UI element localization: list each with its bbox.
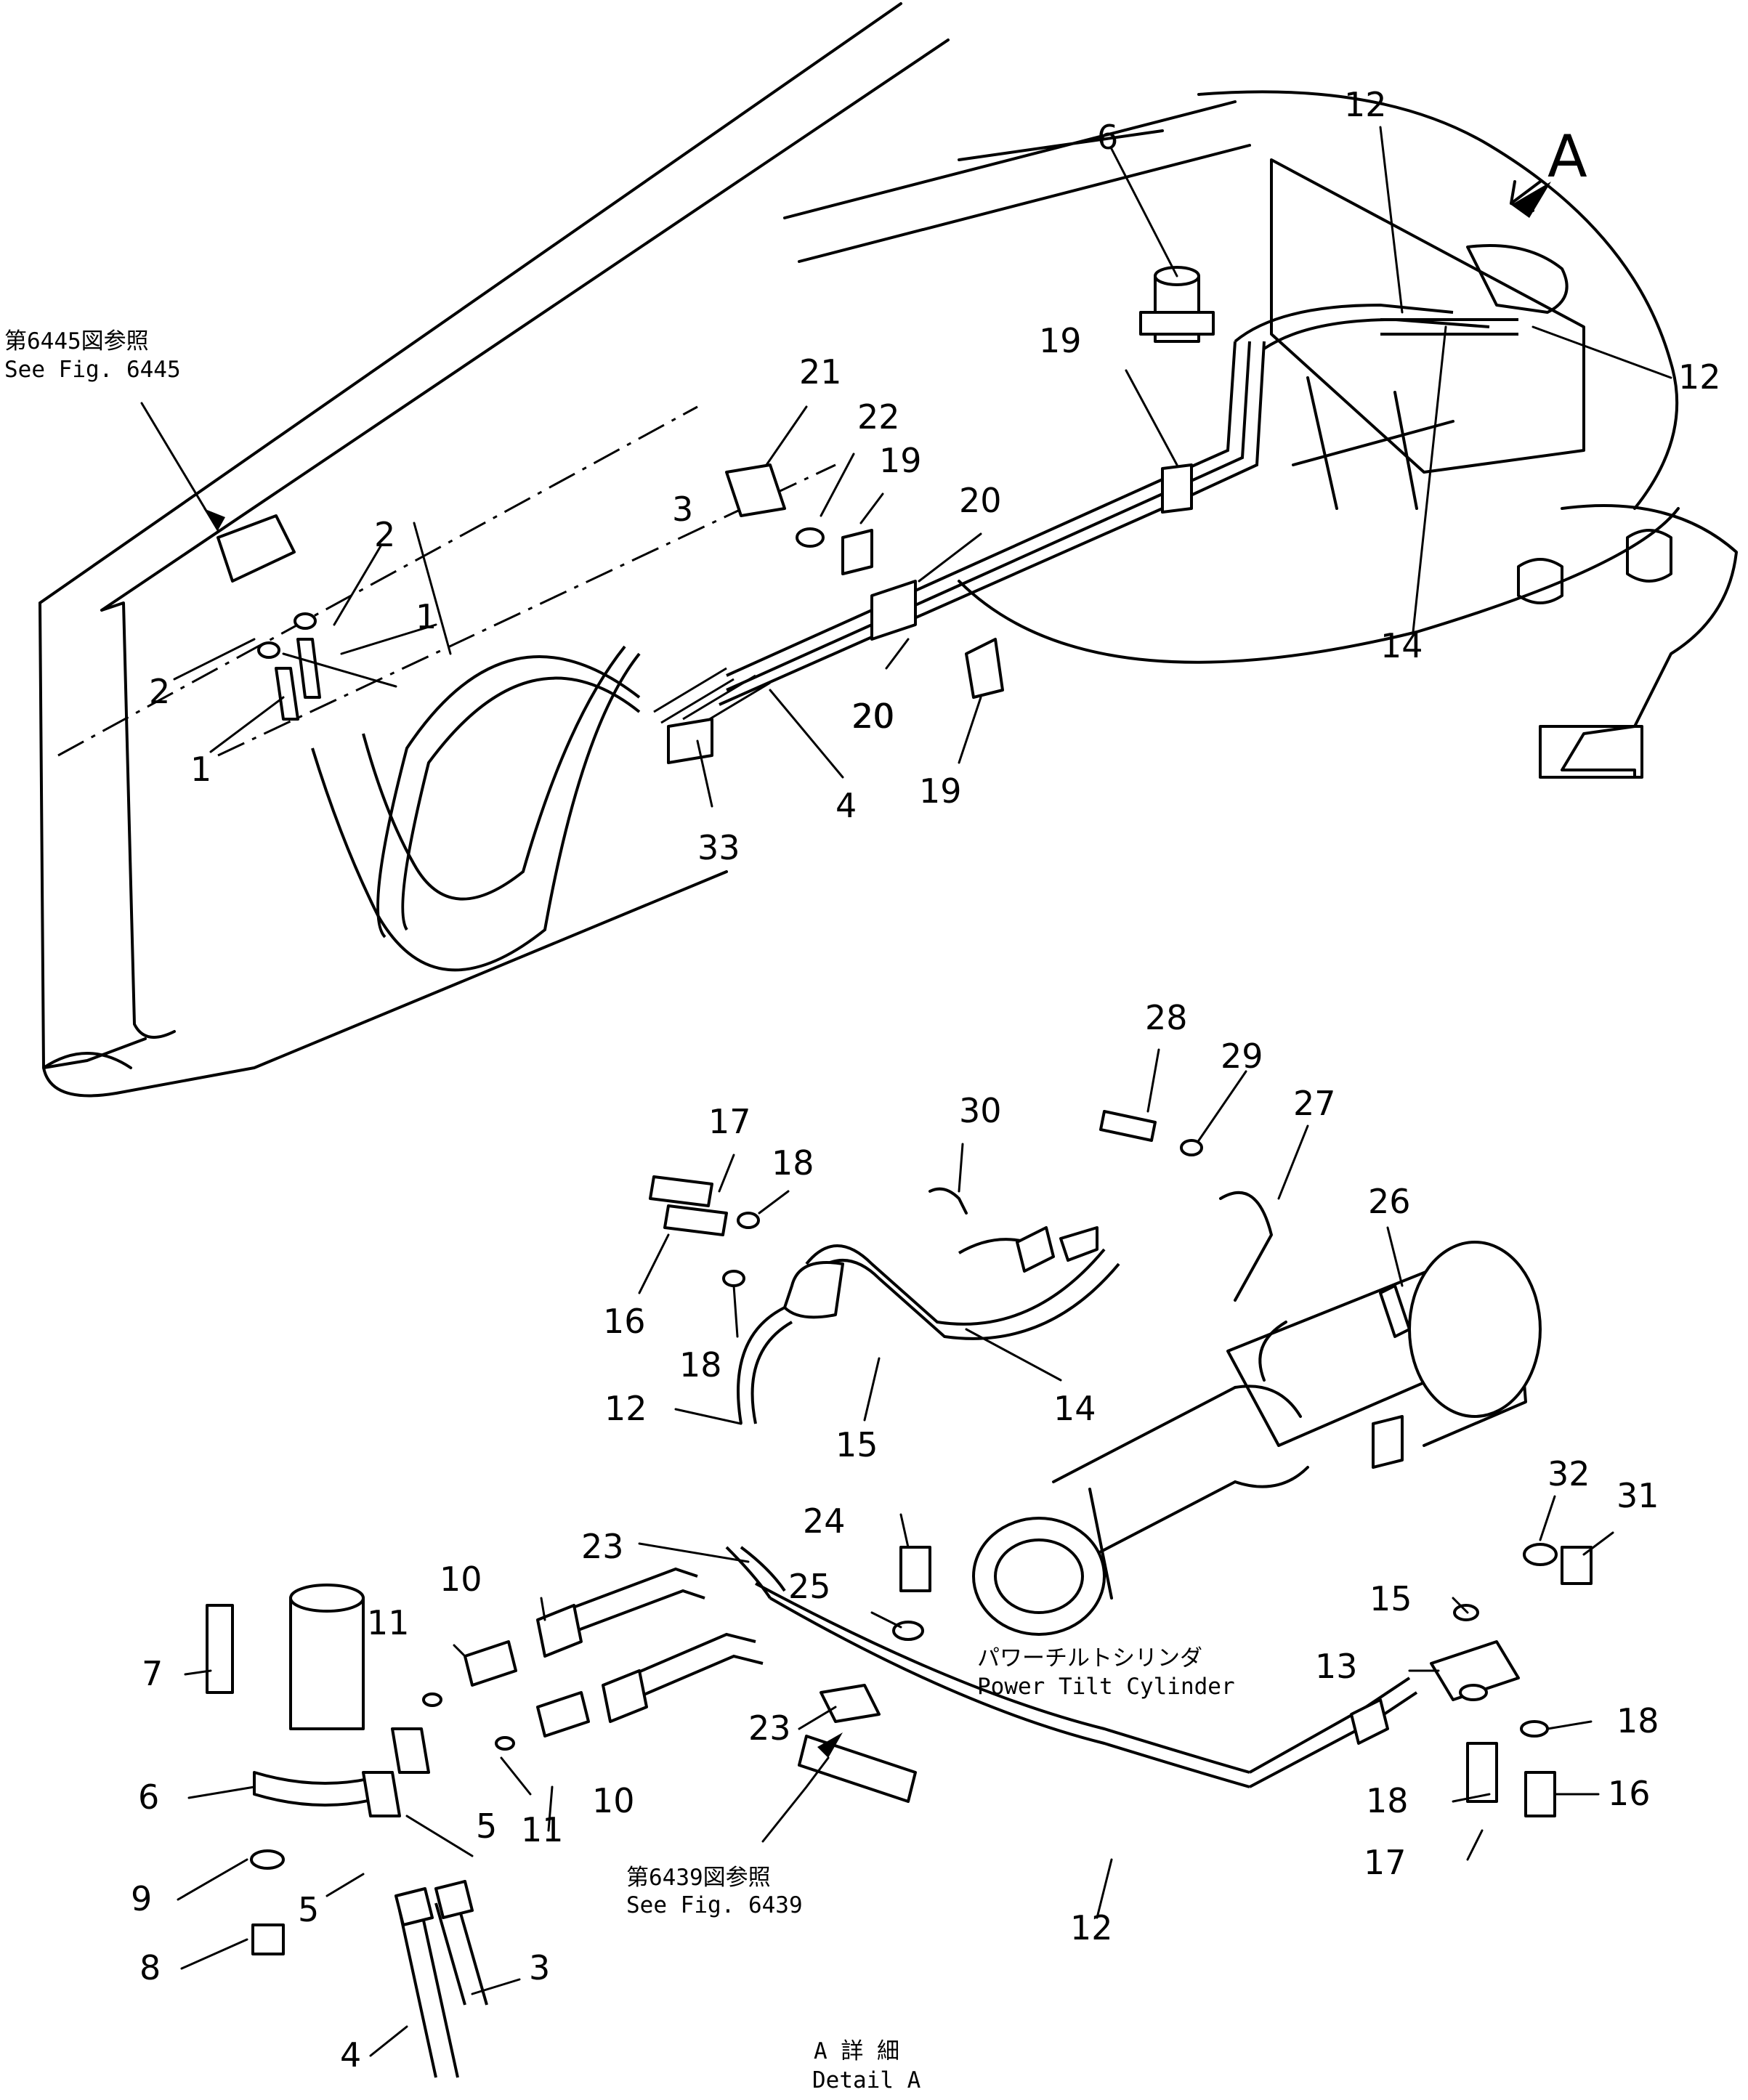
- callout-number: 21: [799, 352, 842, 392]
- callout-number: 4: [835, 786, 857, 825]
- callout-number: 19: [919, 771, 962, 811]
- callout-number: 16: [603, 1302, 646, 1341]
- reference-note-6445-jp: 第6445図参照: [4, 328, 149, 354]
- callout-number: 28: [1145, 998, 1188, 1037]
- detail-caption-jp: A 詳 細: [814, 2038, 899, 2064]
- callout-number: 31: [1617, 1476, 1659, 1515]
- detail-caption: A 詳 細 Detail A: [812, 2038, 921, 2093]
- callout-number: 12: [1070, 1908, 1113, 1947]
- callout-number: 18: [1617, 1701, 1659, 1740]
- callout-number: 3: [672, 490, 693, 529]
- callout-number: 20: [959, 481, 1002, 520]
- power-tilt-cylinder-label: パワーチルトシリンダ Power Tilt Cylinder: [977, 1645, 1235, 1700]
- callout-number: 2: [374, 515, 395, 554]
- callout-number: 6: [138, 1777, 159, 1817]
- callout-number: 17: [708, 1102, 751, 1141]
- cylinder-label-jp: パワーチルトシリンダ: [977, 1645, 1202, 1671]
- callout-number: 27: [1293, 1084, 1336, 1123]
- callout-number: 8: [139, 1948, 161, 1987]
- callout-number: 14: [1380, 626, 1423, 665]
- blade-assembly-drawing: [39, 2, 1738, 1098]
- callout-number: 16: [1608, 1774, 1651, 1813]
- top-callouts: 12 6 12 21 22 19 19 3 20 20 2 1 2 1 14 2…: [149, 85, 1721, 867]
- callout-number: 20: [852, 697, 895, 736]
- callout-number: 15: [835, 1425, 878, 1464]
- callout-number: 2: [149, 672, 170, 711]
- callout-number: 30: [959, 1091, 1002, 1130]
- callout-number: 1: [416, 597, 437, 636]
- callout-number: 24: [803, 1501, 846, 1541]
- callout-number: 18: [772, 1143, 814, 1183]
- callout-number: 11: [521, 1810, 564, 1849]
- callout-number: 12: [1344, 85, 1387, 124]
- callout-number: 19: [1039, 321, 1082, 360]
- callout-number: 5: [476, 1807, 497, 1846]
- callout-number: 9: [131, 1879, 152, 1918]
- callout-number: 14: [1053, 1389, 1096, 1428]
- reference-note-6439: 第6439図参照 See Fig. 6439: [626, 1865, 803, 1918]
- callout-number: 18: [679, 1345, 722, 1385]
- callout-number: 6: [1097, 118, 1118, 157]
- callout-number: 10: [440, 1560, 482, 1599]
- callout-number: 10: [592, 1781, 635, 1820]
- callout-number: 23: [748, 1708, 791, 1748]
- callout-number: 7: [142, 1654, 163, 1693]
- callout-number: 12: [1678, 357, 1721, 397]
- detail-caption-en: Detail A: [812, 2067, 921, 2093]
- callout-number: 25: [788, 1567, 831, 1606]
- callout-number: 5: [298, 1890, 319, 1929]
- callout-number: 23: [581, 1527, 624, 1566]
- callout-number: 32: [1547, 1454, 1590, 1493]
- reference-note-6439-jp: 第6439図参照: [626, 1865, 771, 1891]
- callout-number: 1: [190, 750, 211, 789]
- reference-note-6445: 第6445図参照 See Fig. 6445: [4, 328, 181, 383]
- callout-number: 13: [1315, 1647, 1358, 1686]
- detail-callouts: 28 29 30 27 17 18 26 16 18 12 14 15 24 2…: [131, 998, 1659, 2075]
- callout-number: 11: [367, 1603, 410, 1642]
- callout-number: 15: [1369, 1579, 1412, 1618]
- callout-number: 19: [879, 441, 922, 480]
- callout-number: 18: [1366, 1781, 1409, 1820]
- cylinder-label-en: Power Tilt Cylinder: [977, 1674, 1235, 1700]
- callout-number: 33: [697, 828, 740, 867]
- callout-number: 4: [340, 2035, 361, 2075]
- reference-note-6445-en: See Fig. 6445: [4, 357, 181, 383]
- detail-a-drawing: [177, 1048, 1614, 2078]
- callout-number: 26: [1368, 1182, 1411, 1221]
- callout-number: 22: [857, 397, 900, 437]
- reference-note-6439-en: See Fig. 6439: [626, 1892, 803, 1918]
- callout-number: 20: [851, 697, 894, 736]
- callout-number: 29: [1221, 1037, 1263, 1076]
- callout-number: 17: [1364, 1843, 1407, 1882]
- view-marker-label: A: [1547, 123, 1587, 190]
- callout-number: 3: [529, 1948, 550, 1987]
- callout-number: 12: [604, 1389, 647, 1428]
